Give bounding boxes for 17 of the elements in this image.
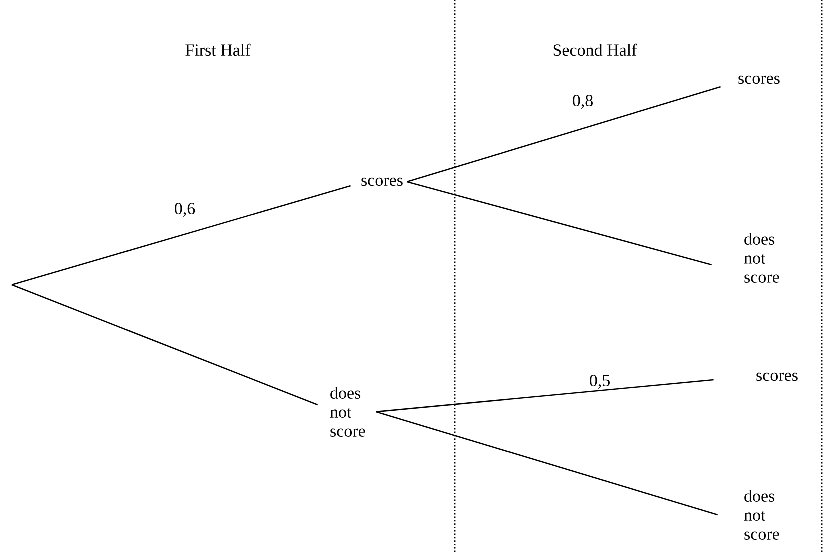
- outcome-label: scores: [362, 178, 403, 186]
- branch-line: [407, 86, 721, 183]
- probability-label: 0,8: [573, 95, 593, 109]
- outcome-label: scores: [738, 76, 780, 84]
- outcome-label: does not score: [744, 233, 780, 283]
- probability-label: 0,6: [175, 203, 196, 217]
- branch-line: [376, 411, 718, 516]
- outcome-label: does not score: [330, 387, 366, 437]
- outcome-label: does not score: [744, 490, 780, 540]
- outcome-label: scores: [756, 372, 798, 382]
- branch-line: [376, 379, 714, 413]
- branch-line: [12, 284, 318, 406]
- probability-label: 0,5: [590, 375, 610, 389]
- branch-line: [407, 181, 712, 266]
- column-heading: First Half: [186, 44, 251, 56]
- column-heading: Second Half: [554, 44, 638, 56]
- branch-line: [12, 185, 351, 286]
